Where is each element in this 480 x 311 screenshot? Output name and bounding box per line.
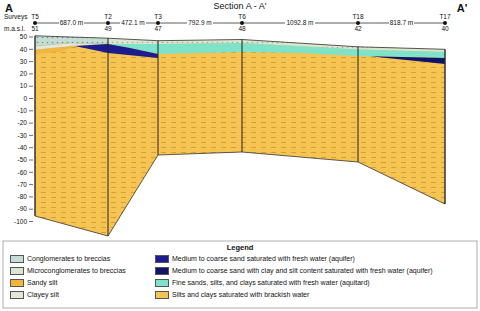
legend-swatch (155, 279, 169, 287)
legend-swatch (10, 255, 24, 263)
distance-label: 818.7 m (389, 19, 415, 26)
axis-tick-label: -80 (18, 193, 27, 200)
borehole-line (158, 41, 159, 155)
axis-tick-label: -60 (18, 169, 27, 176)
survey-name: T2 (104, 13, 112, 20)
axis-tick-label: 0 (23, 95, 27, 102)
axis-tick-label: -20 (18, 119, 27, 126)
axis-tick-label: 50 (20, 33, 27, 40)
axis-tick-label: -90 (18, 205, 27, 212)
axis-tick-label: -40 (18, 144, 27, 151)
aquitard-layer (108, 43, 445, 58)
row-heading: Surveys (4, 13, 27, 20)
borehole-line (358, 47, 359, 162)
survey-name: T18 (352, 13, 363, 20)
legend-swatch (10, 291, 24, 299)
axis-ticks (29, 37, 33, 222)
section-title: Section A - A' (214, 1, 267, 11)
survey-name: T17 (439, 13, 450, 20)
survey-elevation: 49 (104, 25, 111, 32)
survey-elevation: 51 (31, 25, 38, 32)
survey-name: T3 (154, 13, 162, 20)
survey-name: T6 (238, 13, 246, 20)
axis-tick-label: -30 (18, 132, 27, 139)
survey-dot (356, 21, 360, 25)
axis-tick-label: 20 (20, 70, 27, 77)
legend-text: Clayey silt (27, 291, 59, 299)
legend-frame (3, 241, 477, 308)
survey-elevation: 47 (154, 25, 161, 32)
borehole-line (108, 38, 109, 236)
legend-swatch (155, 255, 169, 263)
brackish-layer (35, 36, 445, 236)
survey-elevation: 42 (354, 25, 361, 32)
legend-text: Medium to coarse sand saturated with fre… (172, 255, 355, 263)
axis-tick-label: 40 (20, 46, 27, 53)
legend-text: Microconglomerates to breccias (27, 267, 126, 275)
legend-text: Fine sands, silts, and clays saturated w… (172, 279, 370, 287)
survey-elevation: 40 (441, 25, 448, 32)
survey-dot (156, 21, 160, 25)
brackish-pattern (35, 36, 445, 236)
axis-tick-label: -100 (14, 218, 27, 225)
survey-elevation: 48 (238, 25, 245, 32)
borehole-line (35, 36, 36, 216)
distance-label: 472.1 m (120, 19, 146, 26)
section-end-letter: A' (457, 2, 468, 15)
axis-tick-label: 30 (20, 58, 27, 65)
legend-text: Medium to coarse sand with clay and silt… (172, 267, 433, 275)
borehole-line (242, 40, 243, 153)
section-end-letter: A (5, 2, 13, 15)
survey-dot (33, 21, 37, 25)
legend-swatch (155, 267, 169, 275)
borehole-lines (35, 36, 445, 236)
axis-tick-label: -70 (18, 181, 27, 188)
axis-tick-label: -50 (18, 156, 27, 163)
axis-tick-label: 10 (20, 82, 27, 89)
survey-dot (240, 21, 244, 25)
aquifer-layer (75, 44, 158, 58)
survey-dots (33, 21, 447, 25)
distance-label: 792.9 m (187, 19, 213, 26)
clayey-aquifer-layer (370, 56, 445, 64)
legend-heading: Legend (227, 244, 254, 253)
distance-label: 687.0 m (59, 19, 85, 26)
survey-dot (106, 21, 110, 25)
legend-text: Sandy silt (27, 279, 57, 287)
axis-tick-label: -10 (18, 107, 27, 114)
legend-swatch (10, 279, 24, 287)
sandy-silt-lens (35, 46, 75, 54)
legend-text: Conglomerates to breccias (27, 255, 110, 263)
legend-swatch (10, 267, 24, 275)
distance-label: 1092.8 m (285, 19, 314, 26)
borehole-line (445, 49, 446, 204)
row-heading: m.a.s.l. (4, 25, 25, 32)
legend-text: Silts and clays saturated with brackish … (172, 291, 309, 299)
survey-dot (443, 21, 447, 25)
legend-swatch (155, 291, 169, 299)
section-outline (35, 36, 445, 236)
survey-name: T5 (31, 13, 39, 20)
